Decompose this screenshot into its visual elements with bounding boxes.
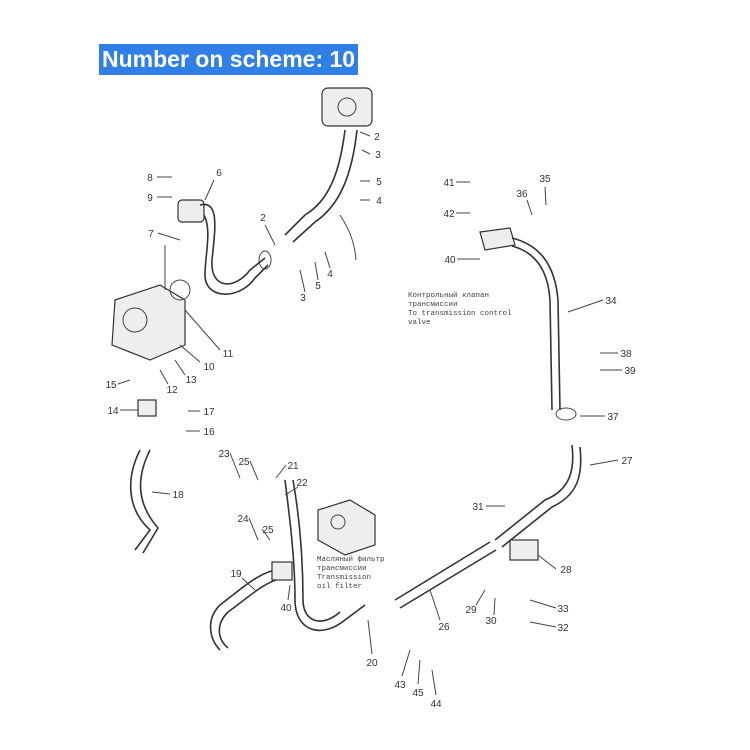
callout: 9 xyxy=(147,193,153,204)
callout: 7 xyxy=(148,229,154,240)
callout: 25 xyxy=(238,457,250,468)
callout: 29 xyxy=(465,605,477,616)
control-valve-note-line2: трансмиссии xyxy=(408,301,458,309)
callout: 39 xyxy=(624,366,636,377)
callout: 37 xyxy=(607,412,619,423)
callout: 6 xyxy=(216,168,222,179)
pipe-6 xyxy=(177,199,272,295)
callout: 5 xyxy=(315,281,321,292)
callout: 26 xyxy=(438,622,450,633)
callout: 11 xyxy=(223,349,234,360)
callout: 43 xyxy=(394,680,406,691)
control-valve-note-line1: Контрольный клапан xyxy=(408,291,489,300)
callout: 18 xyxy=(172,490,184,501)
control-valve-note-line4: valve xyxy=(408,319,431,327)
hose-18 xyxy=(129,399,159,554)
callout: 25 xyxy=(262,525,274,536)
callout: 40 xyxy=(280,603,292,614)
callout: 30 xyxy=(485,616,497,627)
callout: 38 xyxy=(620,349,632,360)
callout: 3 xyxy=(300,293,306,304)
callout: 28 xyxy=(560,565,572,576)
callout: 42 xyxy=(443,209,455,220)
scheme-number-banner: Number on scheme: 10 xyxy=(99,44,359,75)
oil-filter-note-line2: трансмиссии xyxy=(317,565,367,573)
callout: 2 xyxy=(374,132,380,143)
pipe-26 xyxy=(394,539,539,609)
callout: 22 xyxy=(296,478,308,489)
callout: 5 xyxy=(376,177,382,188)
callout: 35 xyxy=(539,174,551,185)
callout: 4 xyxy=(327,269,333,280)
callout: 34 xyxy=(605,296,617,307)
oil-filter xyxy=(317,499,376,556)
callout: 2 xyxy=(260,213,266,224)
callout: 21 xyxy=(287,461,299,472)
callout: 4 xyxy=(376,196,382,207)
callout: 41 xyxy=(443,178,455,189)
callout: 36 xyxy=(516,189,528,200)
oil-filter-note-line1: Масляный фильтр xyxy=(317,555,385,564)
callout: 24 xyxy=(237,514,249,525)
callout: 15 xyxy=(105,380,117,391)
pipe-34 xyxy=(479,227,577,421)
callout-labels: 2 3 5 4 6 8 9 7 2 3 5 4 11 10 13 12 15 1… xyxy=(105,132,636,710)
callout: 40 xyxy=(444,255,456,266)
callout: 10 xyxy=(203,362,215,373)
callout: 27 xyxy=(621,456,633,467)
callout: 33 xyxy=(557,604,569,615)
top-flange-pipe xyxy=(284,87,373,261)
callout: 20 xyxy=(366,658,378,669)
pipe-27 xyxy=(494,444,582,548)
callout: 3 xyxy=(375,150,381,161)
oil-filter-note-line3: Transmission xyxy=(317,574,371,582)
callout: 23 xyxy=(218,449,230,460)
callout: 31 xyxy=(472,502,484,513)
callout: 14 xyxy=(107,406,119,417)
pump-body xyxy=(111,245,191,361)
callout: 12 xyxy=(166,385,178,396)
leader-lines xyxy=(117,131,622,696)
callout: 19 xyxy=(230,569,242,580)
callout: 44 xyxy=(430,699,442,710)
pipe-19 xyxy=(209,479,366,651)
callout: 45 xyxy=(412,688,424,699)
callout: 16 xyxy=(203,427,215,438)
callout: 13 xyxy=(185,375,197,386)
oil-filter-note-line4: oil filter xyxy=(317,583,362,591)
callout: 8 xyxy=(147,173,153,184)
control-valve-note-line3: To transmission control xyxy=(408,310,512,318)
callout: 32 xyxy=(557,623,569,634)
callout: 17 xyxy=(203,407,215,418)
